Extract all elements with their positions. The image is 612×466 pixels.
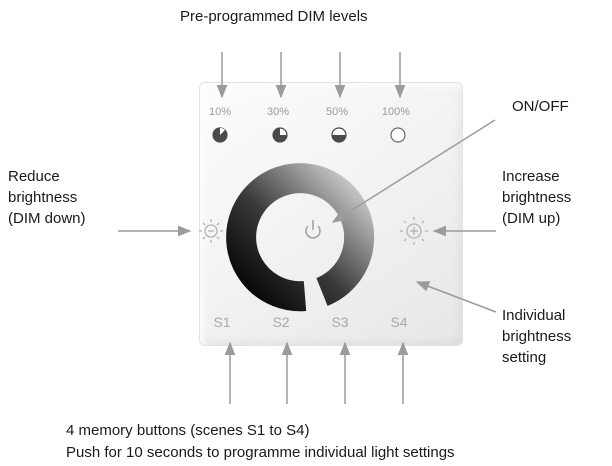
arrow-individual	[415, 281, 497, 313]
memory-buttons-callout: 4 memory buttons (scenes S1 to S4) Push …	[66, 420, 455, 464]
sun-plus-icon[interactable]	[400, 217, 428, 245]
increase-line-2: brightness	[502, 189, 572, 206]
dim-50-button[interactable]	[331, 127, 347, 143]
scene-s1-button[interactable]: S1	[213, 314, 231, 330]
power-icon[interactable]	[305, 220, 321, 239]
arrow-onoff	[331, 119, 496, 223]
scene-s2-button[interactable]: S2	[272, 314, 290, 330]
individual-brightness-callout: Individual brightness setting	[502, 305, 571, 368]
reduce-line-2: brightness	[8, 189, 78, 206]
onoff-callout: ON/OFF	[512, 98, 569, 115]
increase-brightness-callout: Increase brightness (DIM up)	[502, 166, 571, 229]
callout-arrows	[118, 52, 497, 404]
dim-10-button[interactable]	[212, 127, 228, 143]
reduce-line-3: (DIM down)	[8, 210, 86, 227]
reduce-line-1: Reduce	[8, 168, 60, 185]
dim-level-10-label: 10%	[208, 106, 232, 118]
scene-s3-button[interactable]: S3	[331, 314, 349, 330]
dim-level-30-label: 30%	[266, 106, 290, 118]
dim-levels-callout: Pre-programmed DIM levels	[180, 8, 368, 25]
increase-line-1: Increase	[502, 168, 560, 185]
scene-s4-button[interactable]: S4	[390, 314, 408, 330]
dim-30-button[interactable]	[272, 127, 288, 143]
reduce-brightness-callout: Reduce brightness (DIM down)	[8, 166, 86, 229]
dim-level-50-label: 50%	[325, 106, 349, 118]
dim-100-button[interactable]	[390, 127, 406, 143]
memory-line-2: Push for 10 seconds to programme individ…	[66, 444, 455, 461]
sun-minus-icon[interactable]	[199, 219, 223, 243]
individual-line-1: Individual	[502, 307, 566, 324]
increase-line-3: (DIM up)	[502, 210, 561, 227]
dim-level-100-label: 100%	[381, 106, 411, 118]
individual-line-3: setting	[502, 349, 547, 366]
brightness-touch-ring[interactable]	[226, 163, 375, 312]
memory-line-1: 4 memory buttons (scenes S1 to S4)	[66, 422, 310, 439]
individual-line-2: brightness	[502, 328, 572, 345]
